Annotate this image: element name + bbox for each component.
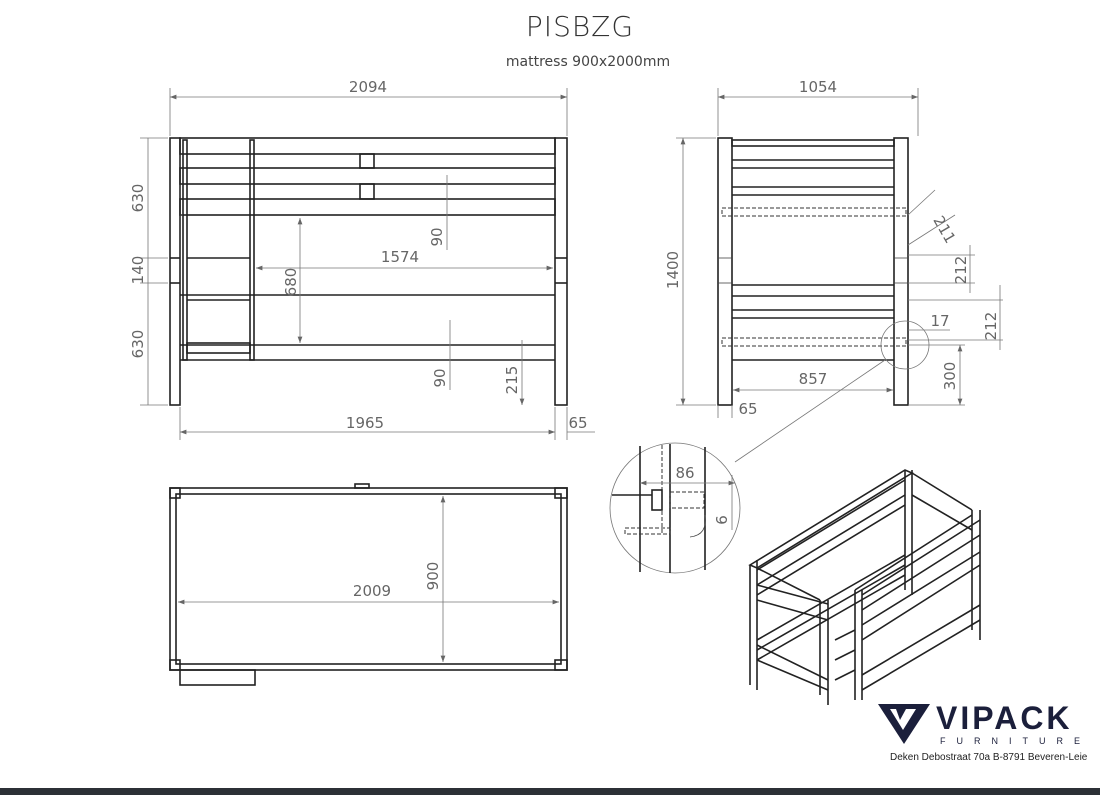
- footer-bar: [0, 788, 1100, 795]
- front-view: [169, 137, 568, 406]
- dim-90-top: 90: [428, 227, 446, 246]
- dim-1574: 1574: [381, 248, 419, 266]
- side-view-dimensions: 1054 1400 857 65 211 212 212 17 300: [664, 78, 1003, 463]
- dim-680: 680: [282, 268, 300, 297]
- dim-1400: 1400: [664, 251, 682, 289]
- dim-90-bottom: 90: [431, 368, 449, 387]
- drawing-title: PISBZG: [525, 10, 635, 43]
- dim-212-b: 212: [982, 312, 1000, 341]
- dim-900: 900: [424, 562, 442, 591]
- dim-212-a: 212: [952, 256, 970, 285]
- dim-857: 857: [799, 370, 828, 388]
- dim-215: 215: [503, 366, 521, 395]
- dim-300: 300: [941, 362, 959, 391]
- top-view: [169, 483, 568, 686]
- brand-subtitle: FURNITURE: [940, 736, 1091, 746]
- dim-17: 17: [930, 312, 949, 330]
- dim-140: 140: [129, 256, 147, 285]
- dim-86: 86: [675, 464, 694, 482]
- side-view: [717, 137, 930, 406]
- dim-1965: 1965: [346, 414, 384, 432]
- dim-630-bottom: 630: [129, 330, 147, 359]
- top-view-dimensions: 2009 900: [178, 496, 559, 662]
- detail-view: 86 6: [609, 442, 741, 574]
- vipack-logo-mark: [878, 704, 930, 744]
- company-address: Deken Debostraat 70a B-8791 Beveren-Leie: [890, 752, 1088, 763]
- drawing-subtitle: mattress 900x2000mm: [505, 54, 671, 70]
- front-view-dimensions: 2094 630 140 630 1574 680 90 90 215 1965…: [129, 78, 595, 440]
- dim-65-front: 65: [568, 414, 587, 432]
- dim-6: 6: [713, 515, 731, 525]
- dim-1054: 1054: [799, 78, 837, 96]
- dim-2094: 2094: [349, 78, 387, 96]
- dim-630-top: 630: [129, 184, 147, 213]
- brand-name: VIPACK: [936, 700, 1073, 736]
- isometric-view: [748, 469, 981, 705]
- dim-65-side: 65: [738, 400, 757, 418]
- dim-2009: 2009: [353, 582, 391, 600]
- dim-211: 211: [929, 213, 959, 247]
